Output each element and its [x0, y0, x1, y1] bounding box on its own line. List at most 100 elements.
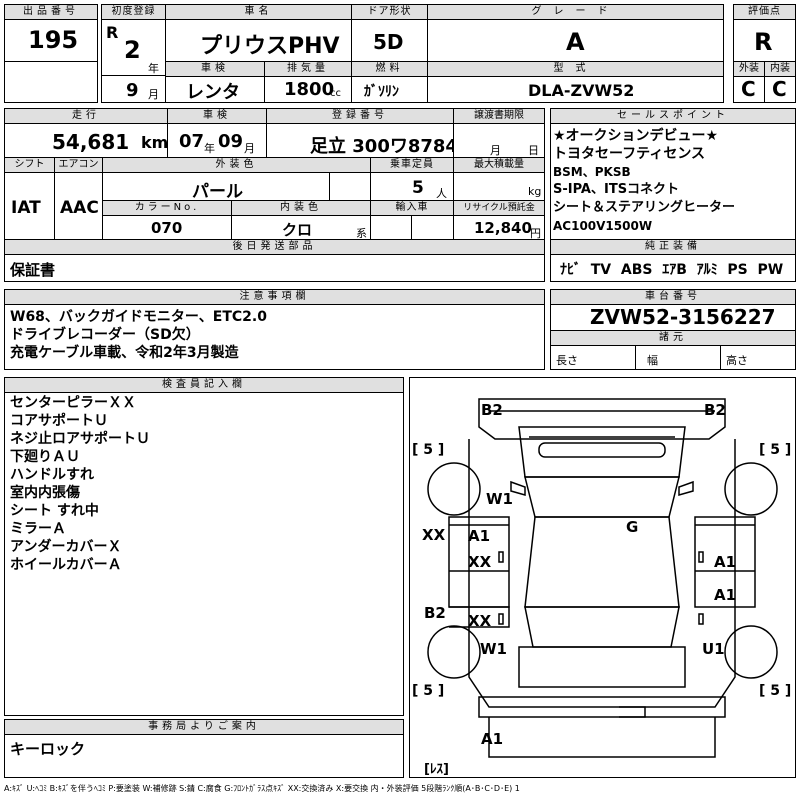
equipment-header: 純正装備: [550, 239, 796, 255]
score: R: [754, 28, 773, 56]
fuel-header: 燃料: [351, 61, 428, 77]
transfer-day-unit: 日: [528, 144, 539, 157]
car-name-header: 車名: [165, 4, 352, 20]
interior-score: C: [772, 77, 787, 101]
import-header: 輸入車: [370, 200, 454, 216]
mark-w1-front: W1: [486, 490, 513, 508]
width-label: 幅: [647, 354, 658, 367]
equipment-item: ﾅﾋﾞ: [560, 262, 581, 278]
first-reg-month: 9: [126, 80, 139, 101]
equipment-item: ABS: [620, 262, 653, 278]
inspector-line: シート すれ中: [10, 503, 99, 519]
mark-xx-left-1: XX: [468, 553, 492, 571]
inspector-line: 下廻りＡＵ: [10, 449, 80, 465]
lot-number: 195: [28, 26, 79, 54]
car-diagram: [427, 398, 778, 758]
door-type: 5D: [373, 30, 404, 54]
inspector-header: 検査員記入欄: [4, 377, 404, 393]
sales-point-line: トヨタセーフティセンス: [553, 146, 706, 162]
import-cell: [370, 215, 412, 240]
mark-a1-right-1: A1: [714, 553, 737, 571]
length-label: 長さ: [556, 354, 578, 367]
model-cell: [427, 76, 724, 103]
transfer-month-unit: 月: [490, 144, 501, 157]
later-parts: 保証書: [10, 261, 56, 279]
inspection-month-unit: 月: [244, 142, 255, 155]
ext-color-cell: [102, 172, 330, 201]
inspector-line: ハンドルすれ: [10, 467, 94, 483]
reg-number: 足立 300ワ8784: [310, 136, 458, 157]
first-reg-divider: [101, 75, 166, 76]
inspector-line: ミラーＡ: [10, 521, 66, 537]
dimensions-header: 諸元: [550, 330, 796, 346]
mark-a1-bottom: A1: [481, 730, 504, 748]
displacement-unit: cc: [330, 88, 341, 99]
displacement: 1800: [284, 79, 335, 100]
sales-points: ★オークションデビュー★ トヨタセーフティセンス BSM、PKSB S-IPA、…: [553, 127, 735, 235]
model-header: 型式: [427, 61, 724, 77]
int-color-header: 内装色: [231, 200, 371, 216]
height-cell: [720, 345, 796, 370]
lot-cell: [4, 19, 98, 62]
door-header: ドア形状: [351, 4, 428, 20]
office-cell: [4, 734, 404, 778]
sales-point-line: ★オークションデビュー★: [553, 128, 719, 144]
capacity-unit: 人: [436, 187, 447, 200]
sales-point-header: セールスポイント: [550, 108, 796, 124]
mileage-cell: [4, 123, 168, 158]
first-reg-year: 2: [124, 36, 141, 64]
mark-a1-left-1: A1: [468, 527, 491, 545]
equipment-item: PS: [727, 262, 748, 278]
ext-color-extra: [329, 172, 371, 201]
first-reg-header: 初度登録: [101, 4, 166, 20]
inspector-line: センターピラーＸＸ: [10, 395, 136, 411]
mark-b2-left: B2: [424, 604, 446, 622]
mileage-header: 走行: [4, 108, 168, 124]
aircon-cell: [54, 172, 103, 240]
sales-point-line: S-IPA、ITSコネクト: [553, 182, 680, 197]
color-no-header: カラーNo.: [102, 200, 232, 216]
displacement-cell: [264, 76, 352, 103]
inspection-year: 07: [179, 131, 205, 152]
mark-g: G: [626, 518, 639, 536]
interior-cell: [764, 76, 796, 103]
first-reg-cell: [101, 19, 166, 103]
grade-header: グレード: [427, 4, 724, 20]
tire-label-left-bottom: [ 5 ]: [412, 683, 445, 699]
equipment-item: PW: [757, 262, 784, 278]
aircon: AAC: [60, 198, 99, 218]
later-parts-header: 後日発送部品: [4, 239, 545, 255]
mark-w1-rear: W1: [480, 640, 507, 658]
mark-u1: U1: [702, 640, 725, 658]
inspector-line: 室内内張傷: [10, 485, 80, 501]
import-cell-2: [411, 215, 454, 240]
reg-number-header: 登録番号: [266, 108, 454, 124]
note-line: ドライブレコーダー（SD欠）: [10, 327, 200, 343]
office-note: キーロック: [10, 740, 86, 758]
inspector-line: ホイールカバーＡ: [10, 557, 122, 573]
car-name: プリウスPHV: [200, 34, 340, 59]
width-cell: [635, 345, 721, 370]
ext-color: パール: [192, 182, 243, 202]
later-parts-cell: [4, 254, 545, 282]
mark-xx-left-2: XX: [468, 612, 492, 630]
notes: W68、バックガイドモニター、ETC2.0 ドライブレコーダー（SD欠） 充電ケ…: [10, 308, 267, 362]
score-header: 評価点: [733, 4, 796, 20]
recycle-header: リサイクル預託金: [453, 200, 545, 216]
displacement-header: 排気量: [264, 61, 352, 77]
vehicle-inspection-header: 車検: [167, 108, 267, 124]
exterior-header: 外装: [733, 61, 765, 77]
fuel: ｶﾞｿﾘﾝ: [364, 84, 399, 100]
exterior-score: C: [741, 77, 756, 101]
first-reg-month-unit: 月: [148, 88, 159, 101]
tire-label-right-top: [ 5 ]: [759, 442, 792, 458]
inspector-line: コアサポートＵ: [10, 413, 108, 429]
notes-cell: [4, 304, 545, 370]
int-color-unit: 系: [356, 227, 367, 240]
mileage: 54,681: [52, 130, 130, 154]
lot-header: 出品番号: [4, 4, 98, 20]
lot-blank: [4, 61, 98, 103]
inspector-line: アンダーカバーＸ: [10, 539, 122, 555]
ext-color-header: 外装色: [102, 157, 371, 173]
inspector-cell: [4, 392, 404, 716]
